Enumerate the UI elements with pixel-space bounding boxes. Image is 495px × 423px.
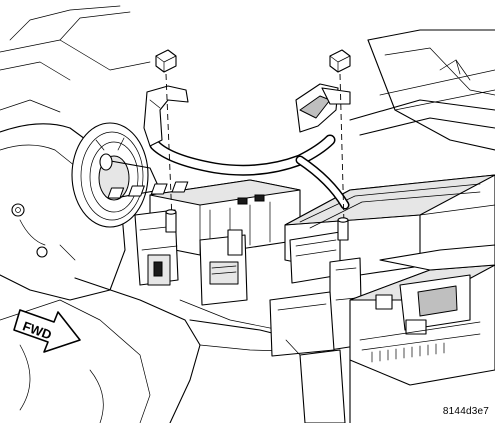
nut-left: [155, 49, 177, 73]
center-support: [269, 291, 346, 423]
vent-slots: [371, 342, 445, 363]
steering-column-grommet: [71, 122, 161, 228]
lower-control-unit: [349, 244, 495, 423]
forward-direction-arrow: FWD: [13, 309, 81, 353]
nut-right: [329, 49, 351, 73]
dash-panel-structure: [0, 5, 151, 301]
stud-right: [337, 217, 349, 241]
stud-left: [165, 209, 177, 233]
installation-centerlines: [165, 73, 345, 226]
junction-block: [107, 179, 301, 306]
figure-id: 8144d3e7: [442, 406, 489, 417]
right-trim-panel: [349, 29, 495, 151]
wire-harness: [143, 83, 351, 210]
